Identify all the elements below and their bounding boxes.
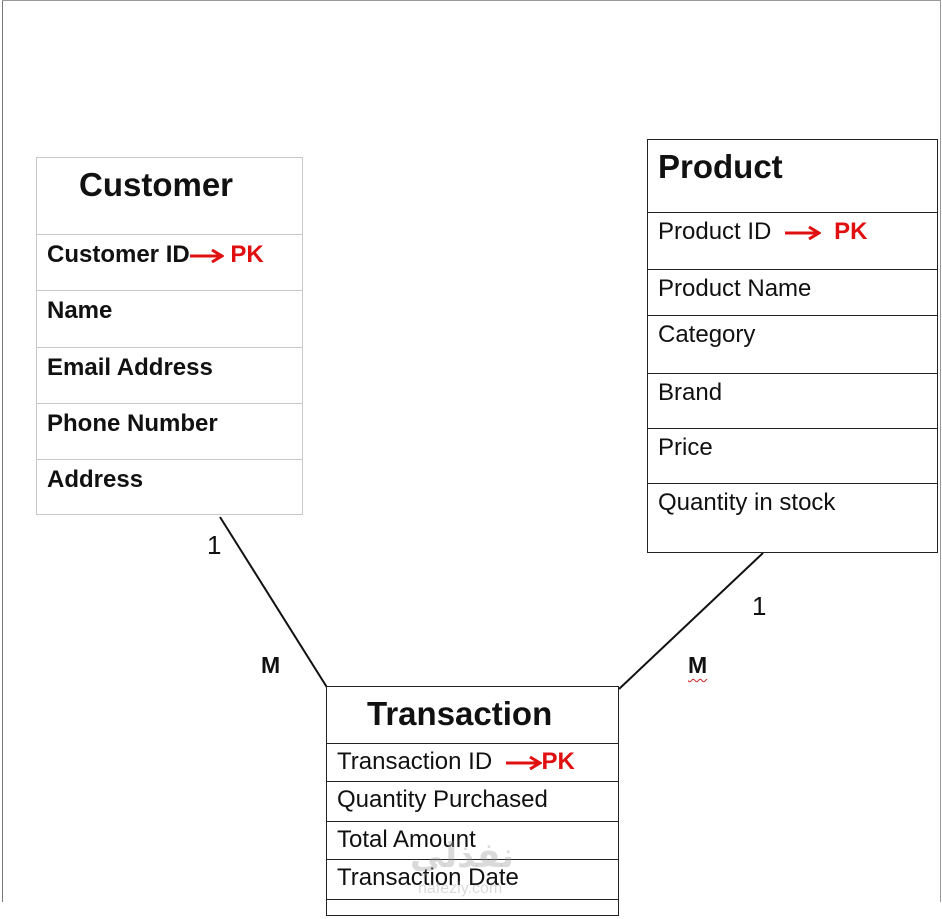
product-transaction-cardinality-many: M <box>688 652 708 678</box>
product-cardinality-one: 1 <box>752 591 767 621</box>
transaction-row-date: Transaction Date <box>327 859 618 899</box>
page-frame-left <box>2 0 3 902</box>
transaction-row-id: Transaction ID PK <box>327 743 618 781</box>
transaction-id-field: Transaction ID PK <box>337 748 575 775</box>
product-stock-field: Quantity in stock <box>658 489 836 516</box>
transaction-row-extra <box>327 899 618 919</box>
transaction-date-field: Transaction Date <box>337 864 519 891</box>
product-row-category: Category <box>648 315 937 373</box>
customer-transaction-cardinality-many: M <box>261 652 281 678</box>
customer-row-phone: Phone Number <box>37 403 302 459</box>
customer-cardinality-one: 1 <box>207 530 222 560</box>
pk-arrow-icon <box>784 225 821 240</box>
product-entity: Product Product ID PK Product Name Categ… <box>647 139 938 553</box>
customer-address-field: Address <box>47 466 144 493</box>
customer-name-field: Name <box>47 297 113 324</box>
customer-email-field: Email Address <box>47 354 213 381</box>
product-name-field: Product Name <box>658 275 812 302</box>
page-frame-top <box>2 0 940 1</box>
pk-label: PK <box>541 748 575 775</box>
customer-row-name: Name <box>37 290 302 347</box>
customer-phone-field: Phone Number <box>47 410 218 437</box>
customer-title: Customer <box>79 166 234 203</box>
pk-arrow-icon <box>505 755 542 770</box>
transaction-row-amount: Total Amount <box>327 821 618 859</box>
product-category-field: Category <box>658 321 756 348</box>
product-row-id: Product ID PK <box>648 212 937 269</box>
customer-row-id: Customer ID PK <box>37 234 302 290</box>
product-row-price: Price <box>648 428 937 483</box>
transaction-amount-field: Total Amount <box>337 826 476 853</box>
customer-entity: Customer Customer ID PK Name Email Addre… <box>36 157 303 515</box>
pk-label: PK <box>230 241 264 268</box>
customer-row-address: Address <box>37 459 302 515</box>
pk-arrow-icon <box>189 248 224 263</box>
product-row-stock: Quantity in stock <box>648 483 937 552</box>
product-title: Product <box>658 148 783 185</box>
page-frame-right <box>940 0 941 902</box>
product-brand-field: Brand <box>658 379 723 406</box>
watermark-url: nafezly.com <box>418 880 503 897</box>
customer-transaction-line <box>219 516 329 690</box>
pk-label: PK <box>834 218 868 245</box>
watermark-logo: نفذلي <box>410 837 515 875</box>
product-transaction-line <box>618 552 764 690</box>
customer-row-email: Email Address <box>37 347 302 403</box>
customer-id-field: Customer ID PK <box>47 241 264 268</box>
transaction-title: Transaction <box>367 695 553 732</box>
transaction-entity: Transaction Transaction ID PK Quantity P… <box>326 686 619 916</box>
product-row-name: Product Name <box>648 269 937 315</box>
transaction-quantity-field: Quantity Purchased <box>337 786 548 813</box>
product-id-field: Product ID PK <box>658 218 868 245</box>
product-row-brand: Brand <box>648 373 937 428</box>
transaction-row-quantity: Quantity Purchased <box>327 781 618 821</box>
product-price-field: Price <box>658 434 713 461</box>
